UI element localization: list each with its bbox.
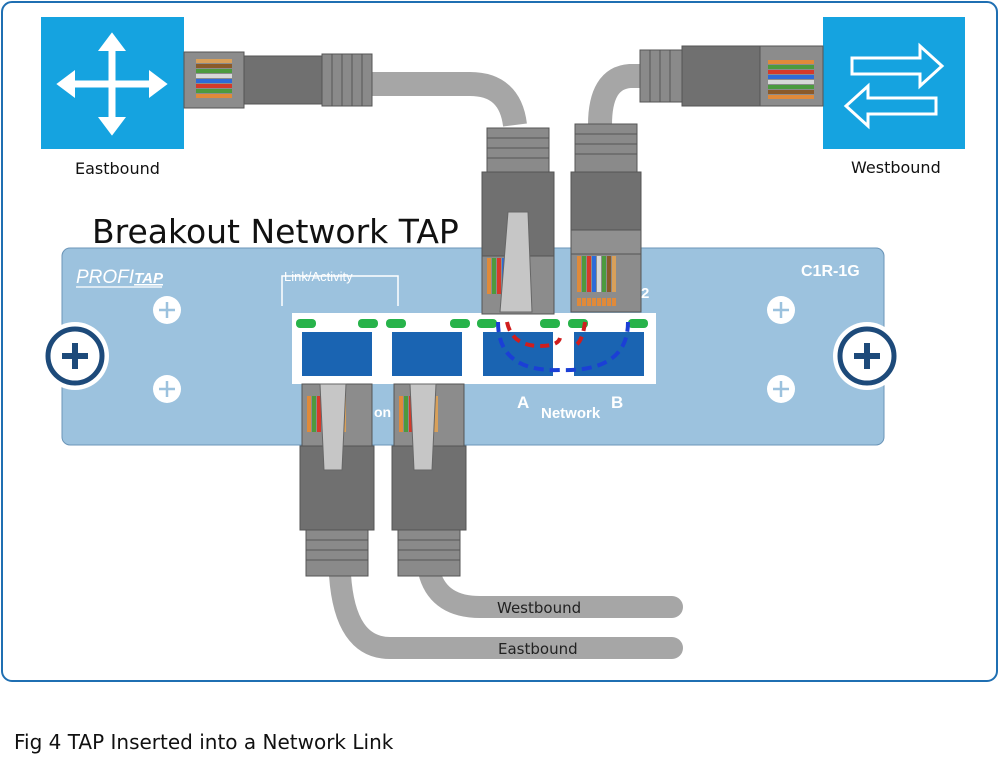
left-device-label: Eastbound <box>75 159 160 178</box>
router-icon <box>41 17 184 149</box>
brand-logo: PROFITAP <box>76 267 164 288</box>
right-device-label: Westbound <box>851 158 941 177</box>
monitor-label-fragment: on <box>374 404 391 420</box>
cable-eastbound-bottom <box>329 564 683 659</box>
plug-router <box>183 51 373 109</box>
port-a-label: A <box>517 393 529 412</box>
network-label: Network <box>541 405 601 422</box>
status-leds <box>296 319 648 328</box>
plug-network-a <box>481 127 555 315</box>
plus-screw-icon <box>41 322 109 390</box>
cable-label-eastbound: Eastbound <box>498 640 578 658</box>
plug-monitor-2 <box>391 383 467 577</box>
plug-switch <box>639 45 824 107</box>
port-2-fragment: 2 <box>641 285 649 302</box>
port-b-label: B <box>611 393 623 412</box>
link-activity-bracket <box>281 275 399 306</box>
tap-path-red <box>505 321 562 349</box>
plus-screw-icon <box>833 322 901 390</box>
model-label: C1R-1G <box>801 263 860 280</box>
link-activity-label: Link/Activity <box>284 269 353 284</box>
brand-logo-part2: TAP <box>134 270 164 287</box>
brand-logo-part1: PROFI <box>76 267 135 288</box>
switch-icon <box>823 17 965 149</box>
plug-monitor-1 <box>299 383 375 577</box>
figure-caption: Fig 4 TAP Inserted into a Network Link <box>14 730 394 754</box>
cable-westbound-top <box>588 64 640 126</box>
cable-eastbound-top <box>372 72 527 128</box>
tap-path-red-b <box>571 321 587 348</box>
cable-westbound-bottom <box>419 564 683 618</box>
cable-label-westbound: Westbound <box>497 599 581 617</box>
diagram-title: Breakout Network TAP <box>92 212 459 251</box>
plug-network-b <box>570 123 642 313</box>
